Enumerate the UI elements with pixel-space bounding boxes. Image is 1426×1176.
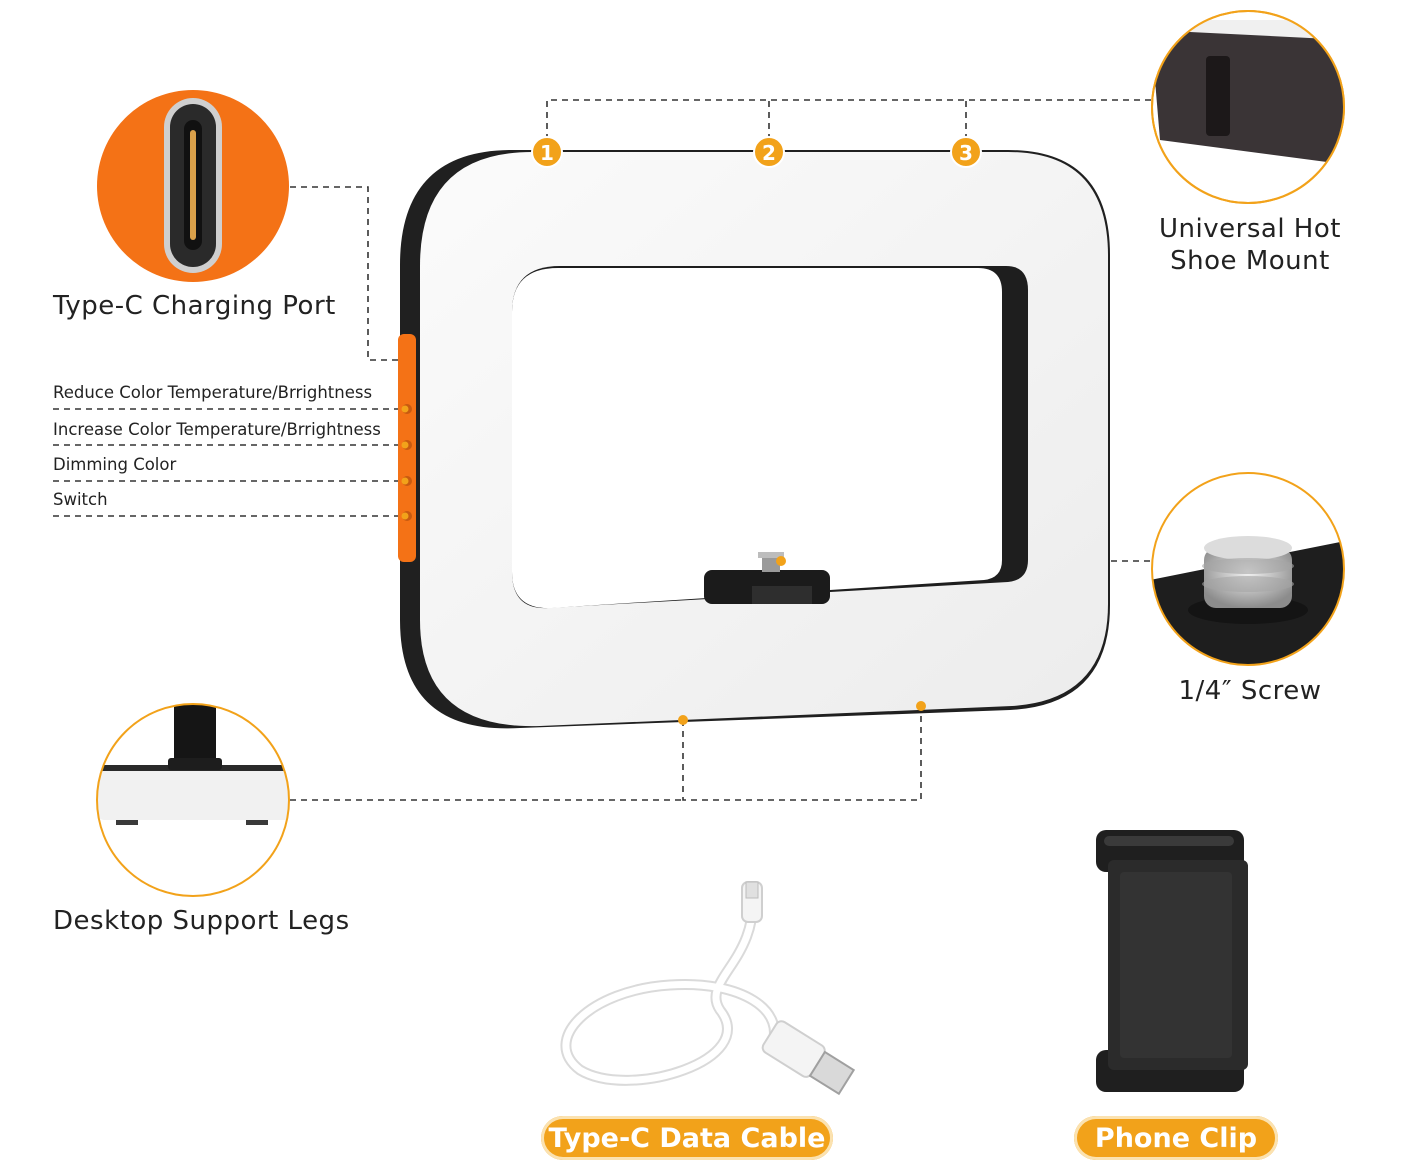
pointer-dots — [401, 405, 926, 725]
marker-1-label: 1 — [540, 141, 554, 165]
legs-label: Desktop Support Legs — [53, 906, 350, 936]
screw-detail — [1151, 472, 1345, 666]
marker-3: 3 — [950, 136, 982, 168]
phone-clip-illustration — [1096, 830, 1248, 1092]
marker-2: 2 — [753, 136, 785, 168]
marker-1: 1 — [531, 136, 563, 168]
type-c-port-label: Type-C Charging Port — [53, 291, 336, 321]
desktop-legs-detail — [96, 703, 290, 897]
reduce-button-label: Reduce Color Temperature/Brrightness — [53, 383, 373, 402]
cable-illustration — [560, 881, 856, 1096]
increase-button-label: Increase Color Temperature/Brrightness — [53, 420, 381, 439]
cable-badge: Type-C Data Cable — [541, 1116, 833, 1160]
switch-button-label: Switch — [53, 490, 108, 509]
phone-clip-badge: Phone Clip — [1074, 1116, 1278, 1160]
hot-shoe-detail — [1151, 10, 1345, 204]
type-c-port-detail — [97, 90, 289, 282]
light-panel — [398, 150, 1110, 729]
screw-label: 1/4″ Screw — [1178, 676, 1322, 706]
hot-shoe-label-line1: Universal Hot — [1159, 214, 1341, 244]
marker-3-label: 3 — [959, 141, 973, 165]
marker-2-label: 2 — [762, 141, 776, 165]
hot-shoe-label-line2: Shoe Mount — [1170, 246, 1330, 276]
dimming-button-label: Dimming Color — [53, 455, 177, 474]
